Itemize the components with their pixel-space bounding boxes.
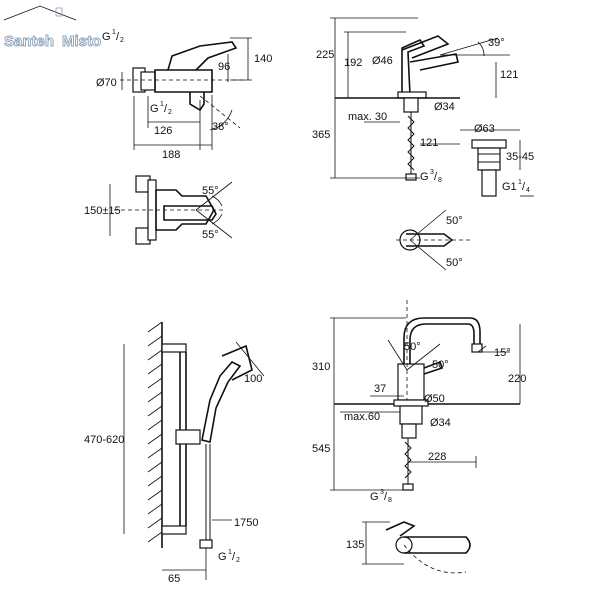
- waste-thread-sup: 1: [518, 179, 522, 186]
- shower-dim-1750: 1750: [234, 517, 258, 529]
- shower-dim-100: 100: [244, 373, 262, 385]
- bath-thread-sub: 2: [168, 109, 172, 116]
- kitchen-dim-34: Ø34: [430, 417, 451, 429]
- svg-text:/: /: [232, 551, 236, 563]
- basin-angle-39: 39°: [488, 37, 505, 49]
- basin-dim-34: Ø34: [434, 101, 455, 113]
- basin-thread-sup: 3: [430, 169, 434, 176]
- shower-thread-g: G: [218, 551, 227, 563]
- waste-dim-3545: 35-45: [506, 151, 534, 163]
- svg-text:/: /: [384, 491, 388, 503]
- waste-dim-63: Ø63: [474, 123, 495, 135]
- logo-text-1: Santeh: [4, 33, 54, 50]
- basin-mixer-side-view: 225 192 Ø46 39° 121 max. 30 Ø34 365 121 …: [312, 17, 518, 184]
- bath-thread-sup: 1: [160, 101, 164, 108]
- shower-dim-470: 470-620: [84, 434, 124, 446]
- kitchen-thread-sup: 3: [380, 489, 384, 496]
- basin-dim-192: 192: [344, 57, 362, 69]
- bath-dim-126: 126: [154, 125, 172, 137]
- basin-dim-365: 365: [312, 129, 330, 141]
- kitchen-dim-228: 228: [428, 451, 446, 463]
- basin-dim-max30: max. 30: [348, 111, 387, 123]
- bath-thread-g: G: [150, 103, 159, 115]
- bath-dim-70: Ø70: [96, 77, 117, 89]
- kitchen-mixer-top-view: 135: [346, 521, 471, 574]
- shower-dim-65: 65: [168, 573, 180, 585]
- basin-top-angle-50a: 50°: [446, 215, 463, 227]
- svg-text:/: /: [434, 171, 438, 183]
- bath-angle-38: 38°: [212, 121, 229, 133]
- kitchen-angle-50a: 50°: [404, 341, 421, 353]
- shower-thread-sup: 1: [228, 549, 232, 556]
- kitchen-angle-15: 15°: [494, 347, 511, 359]
- bath-mixer-side-view: G 1 / 2 140 96 Ø70 G 1 / 2 126 38° 188: [96, 29, 272, 161]
- kitchen-angle-50b: 50°: [432, 359, 449, 371]
- kitchen-thread-g: G: [370, 491, 379, 503]
- kitchen-top-dim-135: 135: [346, 539, 364, 551]
- basin-dim-46: Ø46: [372, 55, 393, 67]
- wall-angle-55b: 55°: [202, 229, 219, 241]
- bath-thread-top-g: G: [102, 31, 111, 43]
- kitchen-dim-310: 310: [312, 361, 330, 373]
- wall-dim-150: 150±15: [84, 205, 121, 217]
- waste-thread-g: G1: [502, 181, 517, 193]
- kitchen-thread-sub: 8: [388, 497, 392, 504]
- bath-thread-top-sub: 2: [120, 37, 124, 44]
- watermark-logo: Santeh Misto: [4, 5, 102, 50]
- shower-set-side-view: 470-620 100 1750 G 1 / 2 65: [84, 321, 265, 585]
- wall-mixer-front-view: 150±15 55° 55°: [84, 175, 233, 245]
- svg-text:/: /: [522, 181, 526, 193]
- kitchen-dim-50: Ø50: [424, 393, 445, 405]
- basin-dim-225: 225: [316, 49, 334, 61]
- shower-thread-sub: 2: [236, 557, 240, 564]
- kitchen-mixer-side-view: 50° 50° 15° 310 220 37 Ø50 max.60 Ø34 54…: [312, 300, 526, 504]
- waste-thread-sub: 4: [526, 187, 530, 194]
- bath-thread-top-sup: 1: [112, 29, 116, 36]
- basin-thread-g: G: [420, 171, 429, 183]
- basin-dim-121b: 121: [420, 137, 438, 149]
- basin-top-angle-50b: 50°: [446, 257, 463, 269]
- bath-dim-188: 188: [162, 149, 180, 161]
- basin-thread-sub: 8: [438, 177, 442, 184]
- kitchen-dim-545: 545: [312, 443, 330, 455]
- logo-text-2: Misto: [62, 33, 101, 50]
- kitchen-dim-37: 37: [374, 383, 386, 395]
- waste-fitting-view: Ø63 35-45 G1 1 / 4: [460, 123, 534, 197]
- basin-dim-121a: 121: [500, 69, 518, 81]
- bath-dim-96: 96: [218, 61, 230, 73]
- svg-text:/: /: [116, 31, 120, 43]
- wall-angle-55a: 55°: [202, 185, 219, 197]
- basin-mixer-top-view: 50° 50°: [396, 209, 470, 271]
- svg-text:/: /: [164, 103, 168, 115]
- kitchen-dim-220: 220: [508, 373, 526, 385]
- bath-dim-140: 140: [254, 53, 272, 65]
- kitchen-dim-max60: max.60: [344, 411, 380, 423]
